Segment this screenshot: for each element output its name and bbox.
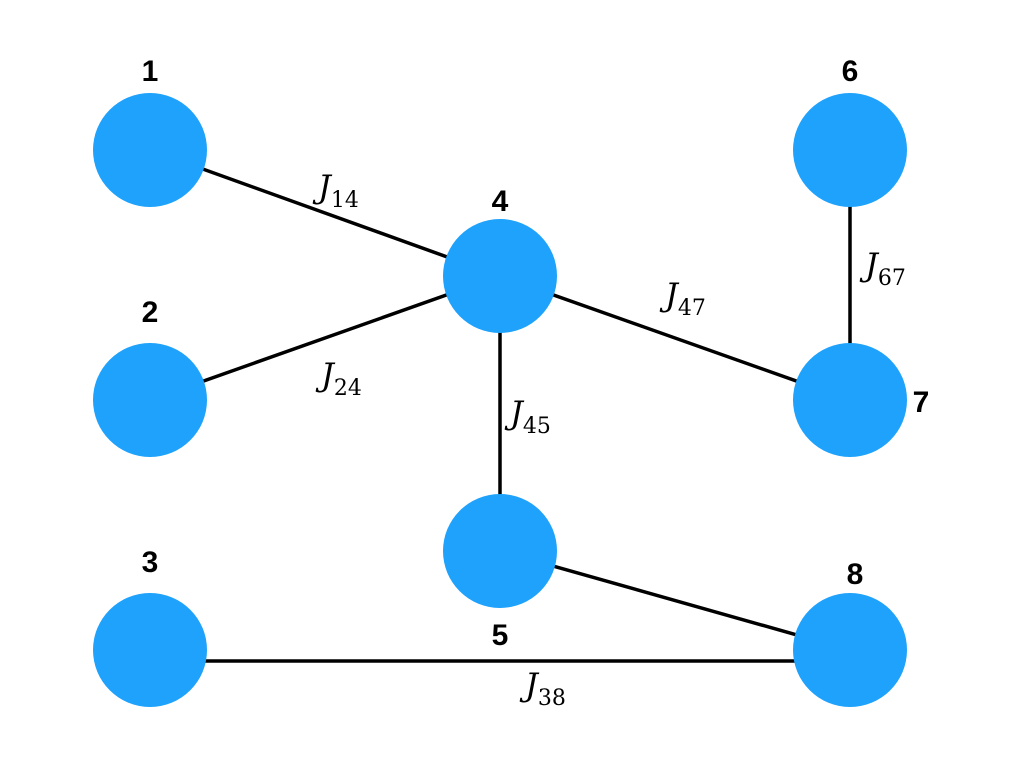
edge-1-4 — [149, 148, 501, 278]
node-4 — [443, 219, 557, 333]
node-label-8: 8 — [847, 558, 864, 591]
node-3 — [93, 593, 207, 707]
edge-label-38: J38 — [519, 666, 566, 711]
node-5 — [443, 494, 557, 608]
edge-2-4 — [149, 274, 501, 402]
edge-label-67-symbol: J — [859, 246, 880, 284]
node-8 — [793, 593, 907, 707]
edge-label-45-subscript: 45 — [523, 414, 551, 439]
node-label-1: 1 — [142, 55, 159, 88]
node-7 — [793, 343, 907, 457]
edge-label-38-symbol: J — [519, 666, 540, 704]
edge-label-14: J14 — [312, 168, 359, 213]
node-label-6: 6 — [842, 55, 859, 88]
node-2 — [93, 343, 207, 457]
edge-4-7 — [499, 274, 851, 402]
edge-label-14-subscript: 14 — [331, 188, 359, 213]
edge-label-47-subscript: 47 — [678, 296, 706, 321]
edge-label-45-symbol: J — [504, 394, 525, 432]
edge-label-14-symbol: J — [312, 168, 333, 206]
edge-label-38-subscript: 38 — [538, 686, 566, 711]
node-label-2: 2 — [142, 296, 159, 329]
edge-label-24-subscript: 24 — [334, 376, 362, 401]
edge-5-8 — [499, 549, 851, 652]
node-6 — [793, 93, 907, 207]
node-label-7: 7 — [913, 386, 930, 419]
edge-label-47-symbol: J — [659, 276, 680, 314]
node-label-3: 3 — [142, 546, 159, 579]
edge-label-24-symbol: J — [315, 356, 336, 394]
node-labels: 1 2 3 4 5 6 7 8 — [142, 55, 930, 652]
edge-label-24: J24 — [315, 356, 362, 401]
nodes — [93, 93, 907, 707]
edge-label-67-subscript: 67 — [878, 266, 906, 291]
edge-labels: J14 J24 J45 J47 J67 J38 — [312, 168, 906, 711]
edge-label-45: J45 — [504, 394, 551, 439]
edge-label-47: J47 — [659, 276, 706, 321]
node-label-5: 5 — [492, 619, 509, 652]
edge-label-67: J67 — [859, 246, 906, 291]
node-label-4: 4 — [492, 185, 509, 218]
node-1 — [93, 93, 207, 207]
